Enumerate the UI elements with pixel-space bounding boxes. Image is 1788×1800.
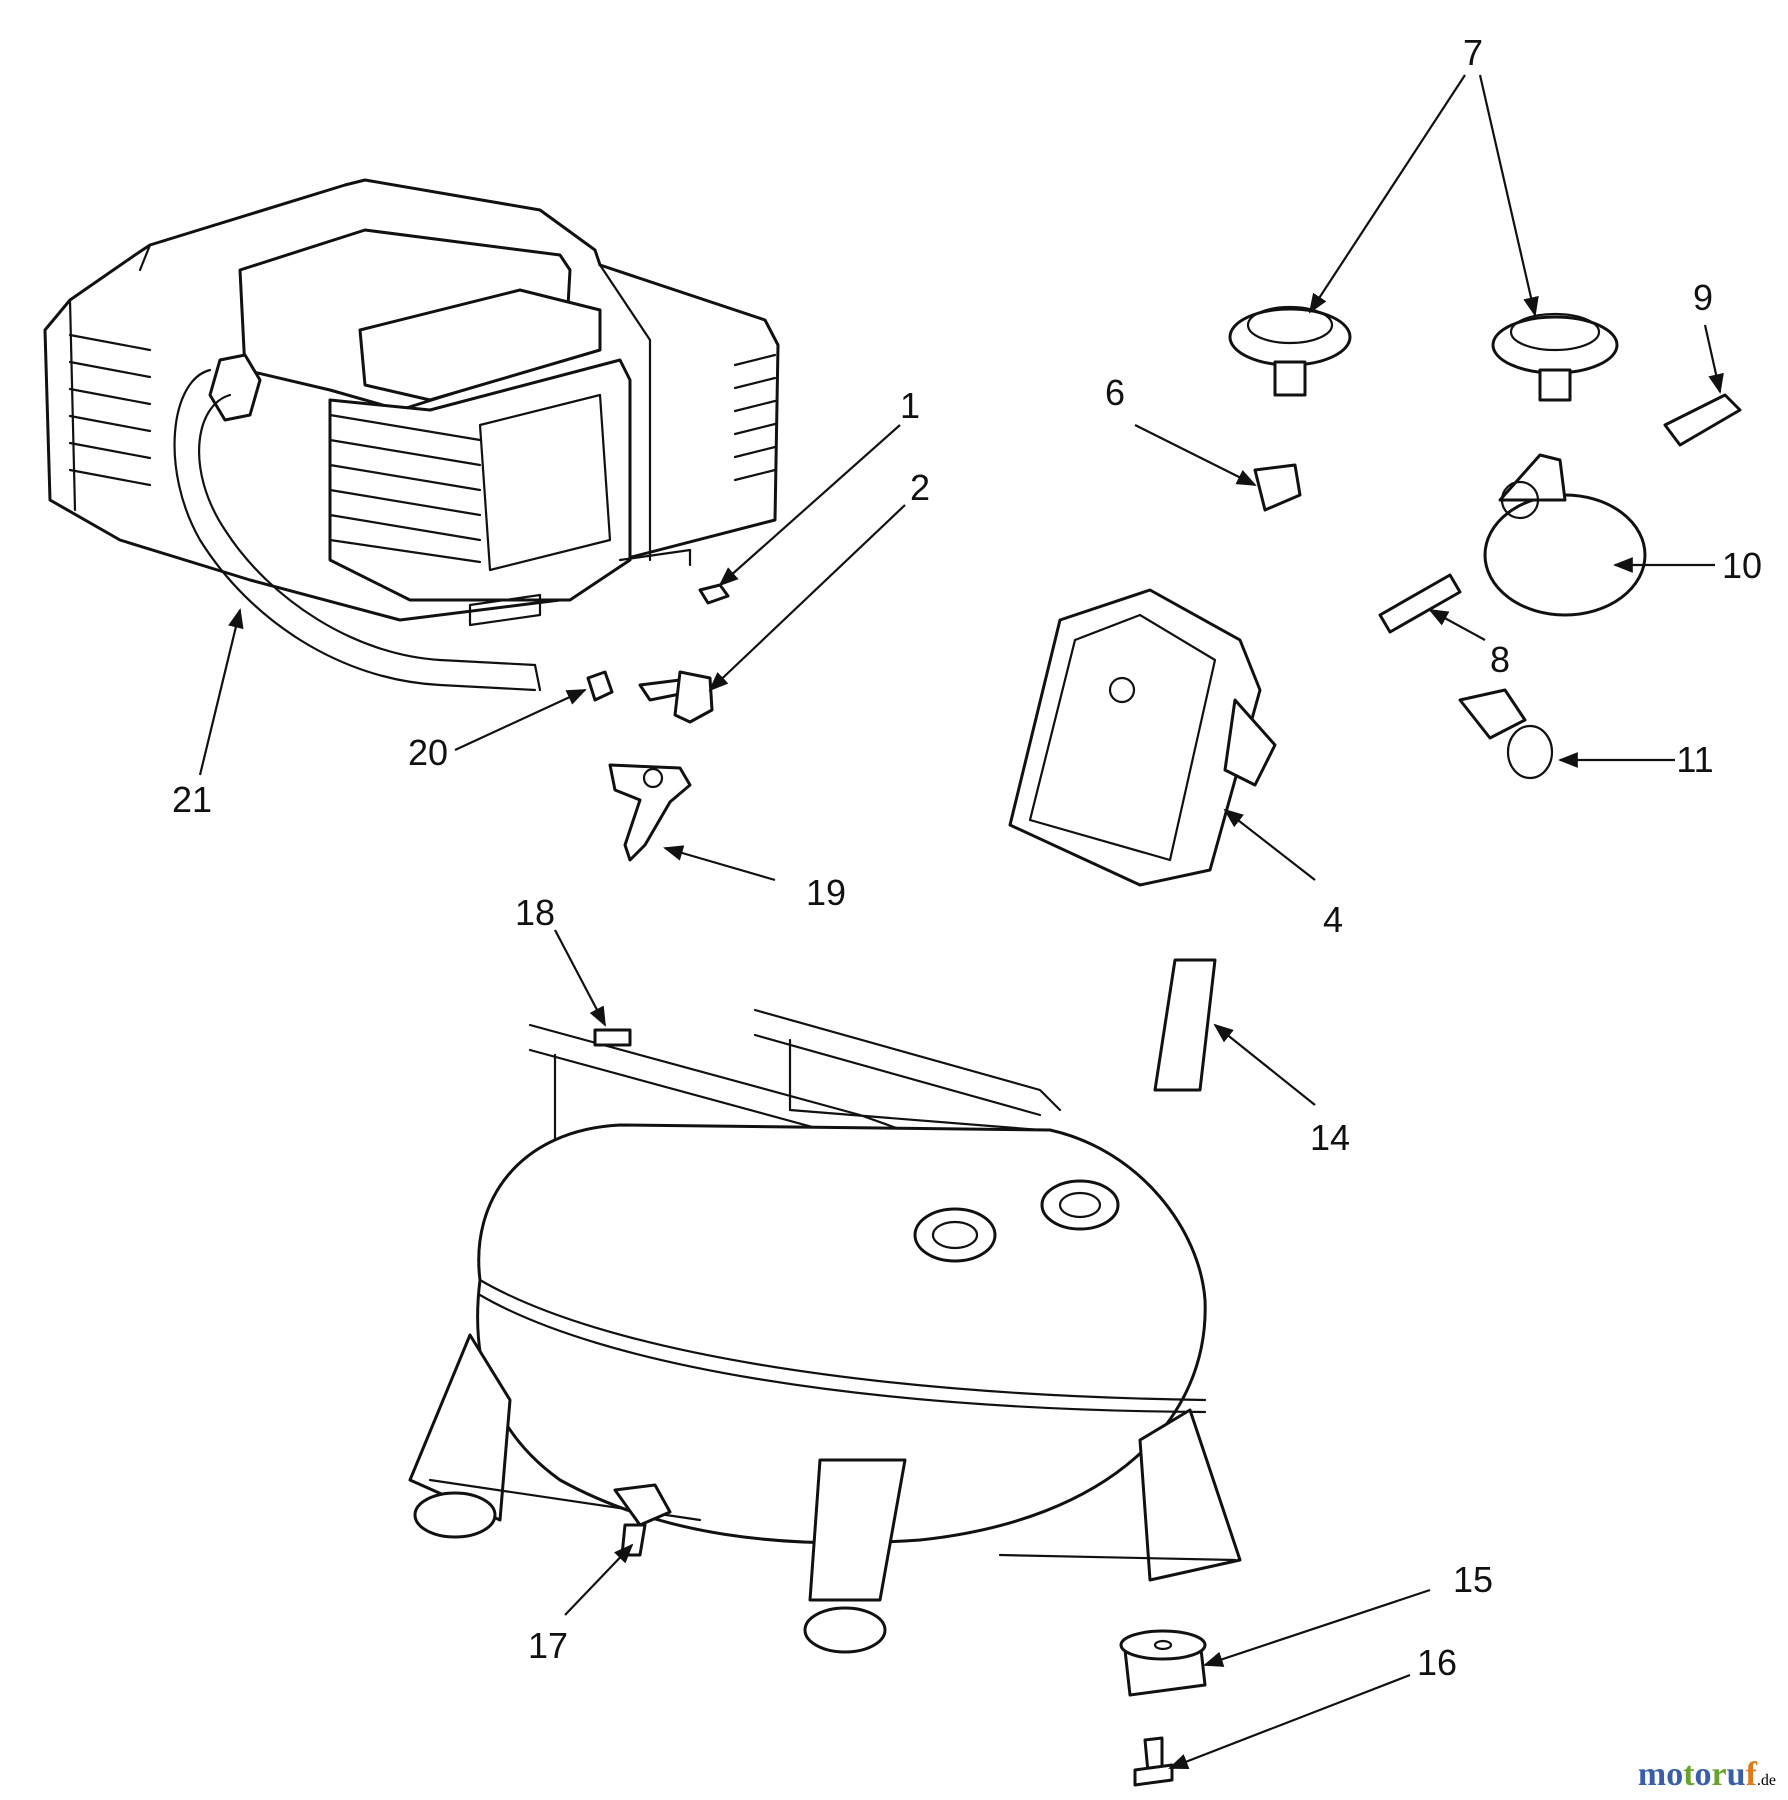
part-4-pressure-switch [1008,588,1277,887]
callout-9: 9 [1693,277,1713,318]
part-2-elbow-fitting [638,670,714,724]
part-19-fitting [608,763,692,862]
callout-10: 10 [1722,545,1762,586]
leader-21 [198,608,244,776]
leader-2 [708,504,906,692]
part-10-gauge [1483,453,1647,617]
leader-15 [1203,1588,1431,1667]
callout-19: 19 [806,872,846,913]
callout-21: 21 [172,779,212,820]
leader-1 [718,424,901,587]
part-8-nipple [1378,573,1462,634]
leader-16 [1168,1673,1411,1770]
leader-17 [564,1543,634,1616]
callout-15: 15 [1453,1559,1493,1600]
leader-7a [1308,74,1466,314]
callout-17: 17 [528,1625,568,1666]
part-6-bushing [1253,463,1302,512]
callout-6: 6 [1105,372,1125,413]
part-21-hose [173,368,542,692]
callout-2: 2 [910,467,930,508]
watermark-letter: m [1637,1756,1667,1793]
watermark-letter: r [1711,1756,1727,1793]
part-7-check-valve-left [1228,305,1352,397]
watermark-logo: motoruf.de [1638,1756,1776,1794]
watermark-letter: u [1726,1756,1746,1793]
part-11-safety-valve [1458,688,1554,780]
watermark-letter: f [1745,1756,1757,1793]
part-14-long-nipple [1153,958,1217,1092]
callout-18: 18 [515,892,555,933]
pump-shroud [43,178,780,627]
air-tank [408,1123,1242,1654]
callout-7: 7 [1463,32,1483,73]
leader-9 [1703,324,1724,394]
callout-numbers: 1 2 20 21 19 7 9 6 10 8 11 4 14 18 17 15… [172,32,1762,1683]
watermark-letter: t [1683,1756,1695,1793]
callout-11: 11 [1676,739,1713,780]
part-16-bolt [1133,1736,1174,1787]
leader-20 [454,689,587,751]
part-1-screw [698,583,730,605]
part-20-clamp [586,670,614,702]
leader-8 [1428,609,1486,641]
watermark-letter: o [1666,1756,1684,1793]
callout-8: 8 [1490,639,1510,680]
callout-4: 4 [1323,899,1343,940]
watermark-suffix: .de [1756,1772,1776,1789]
callout-1: 1 [900,385,920,426]
part-9-nipple [1663,393,1742,447]
leader-19 [663,845,776,882]
part-15-rubber-foot [1119,1629,1207,1697]
leader-4 [1223,808,1316,881]
watermark-letter: o [1694,1756,1712,1793]
callout-14: 14 [1310,1117,1350,1158]
leader-lines [198,74,1724,1770]
leader-7b [1478,74,1539,317]
leader-14 [1213,1023,1316,1106]
leader-18 [554,929,606,1027]
part-7-check-valve-right [1491,312,1619,402]
callout-20: 20 [408,732,448,773]
watermark-brand: motoruf [1638,1756,1757,1793]
leader-6 [1134,424,1257,486]
callout-16: 16 [1417,1642,1457,1683]
